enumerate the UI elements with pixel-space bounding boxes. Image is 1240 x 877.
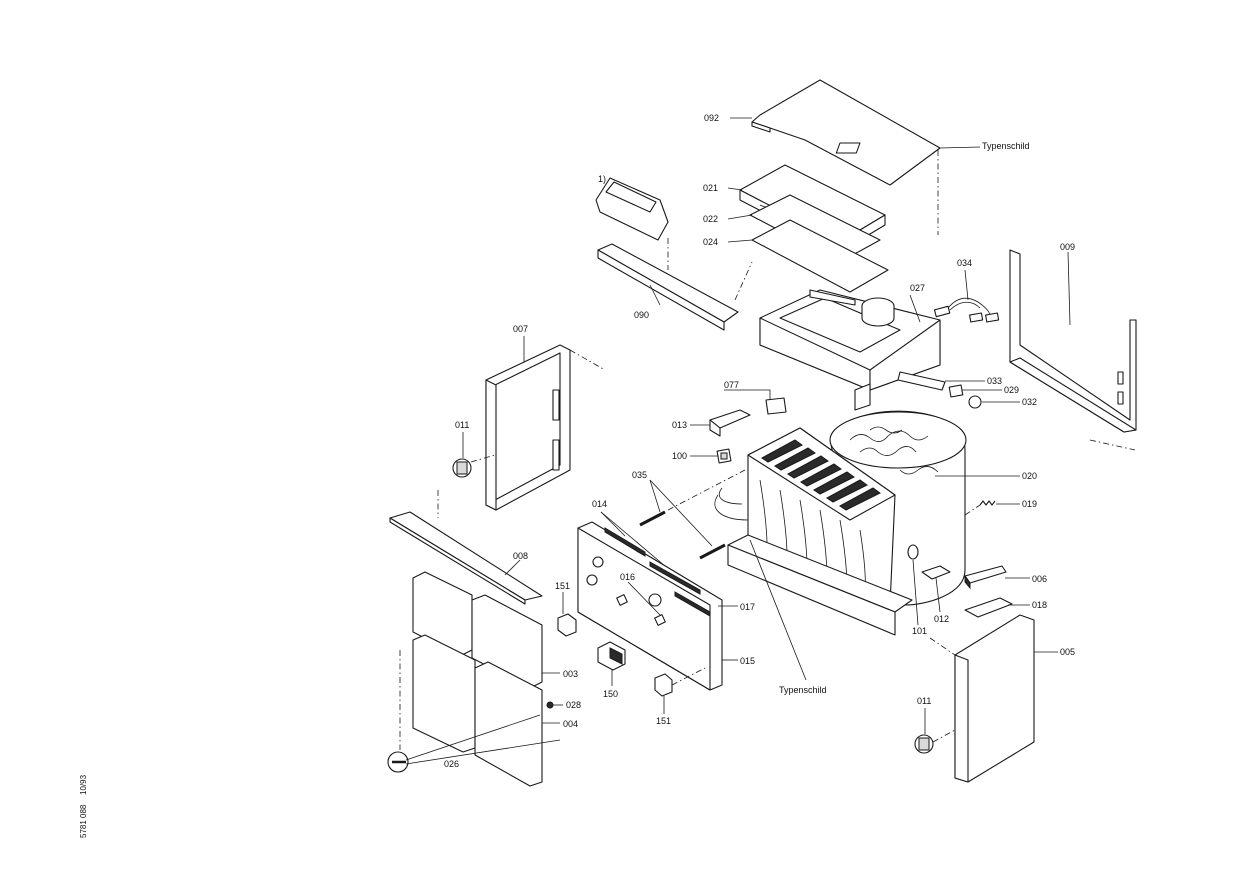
label-008: 008 xyxy=(513,551,528,561)
heat-exchanger xyxy=(714,427,913,636)
part-150-transformer: 150 xyxy=(597,641,626,699)
label-009: 009 xyxy=(1060,242,1075,252)
typenschild-bottom-callout: Typenschild xyxy=(749,539,827,695)
label-101: 101 xyxy=(912,626,927,636)
label-024: 024 xyxy=(703,237,718,247)
part-008-rail-bar: 008 xyxy=(389,490,543,605)
label-018: 018 xyxy=(1032,600,1047,610)
label-021: 021 xyxy=(703,183,718,193)
label-035: 035 xyxy=(632,470,647,480)
part-009-rear-panel: 009 xyxy=(1009,242,1137,451)
date-code: 10/93 xyxy=(79,774,88,795)
part-151-module-b: 151 xyxy=(654,667,706,726)
part-018-plate: 018 xyxy=(964,597,1047,618)
label-028: 028 xyxy=(566,700,581,710)
label-077: 077 xyxy=(724,380,739,390)
part-012-bracket: 012 xyxy=(921,565,951,624)
label-014: 014 xyxy=(592,499,607,509)
part-033-rail: 033 xyxy=(897,371,1002,391)
label-100: 100 xyxy=(672,451,687,461)
part-028-screw: 028 xyxy=(546,700,581,710)
label-011-a: 011 xyxy=(455,420,469,430)
part-035-bolts: 035 xyxy=(632,469,746,560)
part-007-side-frame: 007 xyxy=(485,324,606,511)
label-092: 092 xyxy=(704,113,719,123)
heat-exchanger-fins xyxy=(761,439,881,511)
document-number: 5781 088 xyxy=(79,804,88,838)
label-005: 005 xyxy=(1060,647,1075,657)
label-typenschild-top: Typenschild xyxy=(982,141,1030,151)
part-100-seal: 100 xyxy=(672,448,732,464)
label-007: 007 xyxy=(513,324,528,334)
label-004: 004 xyxy=(563,719,578,729)
part-029-plate: 029 xyxy=(948,384,1019,398)
side-document-text: 5781 088 10/93 xyxy=(79,774,88,838)
label-020: 020 xyxy=(1022,471,1037,481)
label-090: 090 xyxy=(634,310,649,320)
part-024-insulation-layer: 024 xyxy=(703,219,889,293)
label-151-b: 151 xyxy=(656,716,671,726)
part-090-bracket: 090 xyxy=(597,238,753,331)
part-006-rail: 006 xyxy=(964,565,1047,590)
label-032: 032 xyxy=(1022,397,1037,407)
part-1-control-box: 1) xyxy=(595,174,669,241)
label-016: 016 xyxy=(620,572,635,582)
part-015-control-panel: 014 015 xyxy=(577,499,755,691)
part-019-spring: 019 xyxy=(964,499,1037,516)
part-005-side-panel: 005 xyxy=(929,614,1075,783)
part-101-ring: 101 xyxy=(907,544,927,636)
label-150: 150 xyxy=(603,689,618,699)
part-151-module-a: 151 xyxy=(555,581,577,637)
part-026-screw: 026 xyxy=(387,650,561,773)
label-003: 003 xyxy=(563,669,578,679)
part-027-hood: 027 xyxy=(759,283,941,411)
label-typenschild-bottom: Typenschild xyxy=(779,685,827,695)
label-022: 022 xyxy=(703,214,718,224)
label-017: 017 xyxy=(740,602,755,612)
part-092-top-cover: 092 Typenschild xyxy=(704,79,1030,235)
part-011-fastener-left: 011 xyxy=(452,420,496,478)
label-015: 015 xyxy=(740,656,755,666)
label-027: 027 xyxy=(910,283,925,293)
label-011-b: 011 xyxy=(917,696,931,706)
part-016-switch: 016 xyxy=(616,572,666,626)
part-017-bracket: 017 xyxy=(718,602,755,612)
label-029: 029 xyxy=(1004,385,1019,395)
part-004-front-panel-lower: 004 xyxy=(412,634,578,787)
label-033: 033 xyxy=(987,376,1002,386)
label-006: 006 xyxy=(1032,574,1047,584)
part-011-fastener-right: 011 xyxy=(914,696,956,754)
part-013-bracket: 013 xyxy=(672,409,751,437)
part-032-sensor: 032 xyxy=(968,395,1037,409)
label-012: 012 xyxy=(934,614,949,624)
label-013: 013 xyxy=(672,420,687,430)
label-1: 1) xyxy=(598,174,606,184)
label-034: 034 xyxy=(957,258,972,268)
label-026: 026 xyxy=(444,759,459,769)
label-151-a: 151 xyxy=(555,581,570,591)
label-019: 019 xyxy=(1022,499,1037,509)
part-077-bracket: 077 xyxy=(724,380,787,415)
part-034-cable-harness: 034 xyxy=(933,258,1000,323)
